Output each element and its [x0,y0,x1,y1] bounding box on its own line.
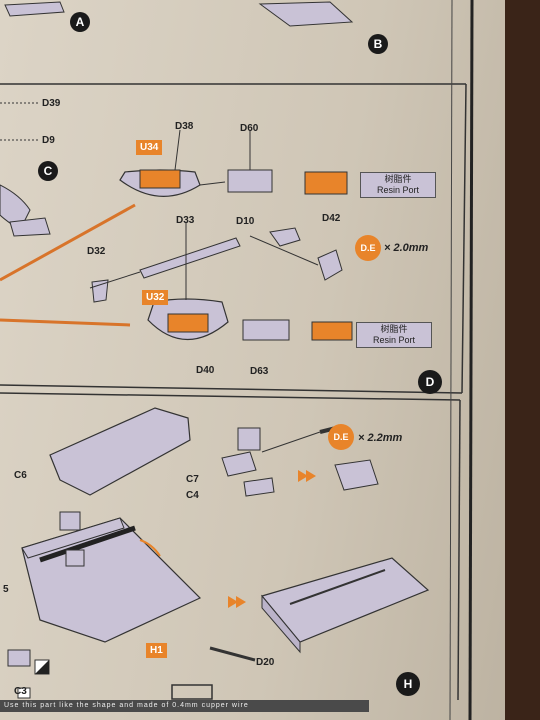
part-d40: D40 [196,365,215,376]
step-h-label: H [396,672,420,696]
resin-port-chinese: 树脂件 [380,324,408,334]
drill-badge-2: D.E [328,424,354,450]
drill-size-2: × 2.2mm [358,432,403,444]
part-c4: C4 [186,490,199,501]
resin-port-chinese: 树脂件 [384,174,412,184]
part-d60: D60 [240,123,259,134]
part-c6: C6 [14,470,27,481]
drill-badge-1: D.E [355,235,381,261]
step-d-label: D [418,370,442,394]
part-c5: 5 [3,584,9,595]
part-c3: C3 [14,686,27,697]
resin-port-english: Resin Port [372,335,416,345]
resin-port-label-1: 树脂件 Resin Port [360,172,436,198]
part-d20: D20 [256,657,275,668]
part-d33: D33 [176,215,195,226]
footer-note: Use this part like the shape and made of… [0,700,369,712]
step-b-label: B [368,34,388,54]
part-d10: D10 [236,216,255,227]
part-d9: D9 [42,135,55,146]
drill-size-1: × 2.0mm [384,242,429,254]
part-c7: C7 [186,474,199,485]
tag-u34: U34 [136,140,163,155]
tag-h1: H1 [146,643,167,658]
resin-port-label-2: 树脂件 Resin Port [356,322,432,348]
part-d39: D39 [42,98,61,109]
step-c-label: C [38,161,58,181]
part-d63: D63 [250,366,269,377]
part-d38: D38 [175,121,194,132]
step-a-label: A [70,12,90,32]
tag-u32: U32 [142,290,169,305]
part-d42: D42 [322,213,341,224]
part-d32: D32 [87,246,106,257]
resin-port-english: Resin Port [376,185,420,195]
